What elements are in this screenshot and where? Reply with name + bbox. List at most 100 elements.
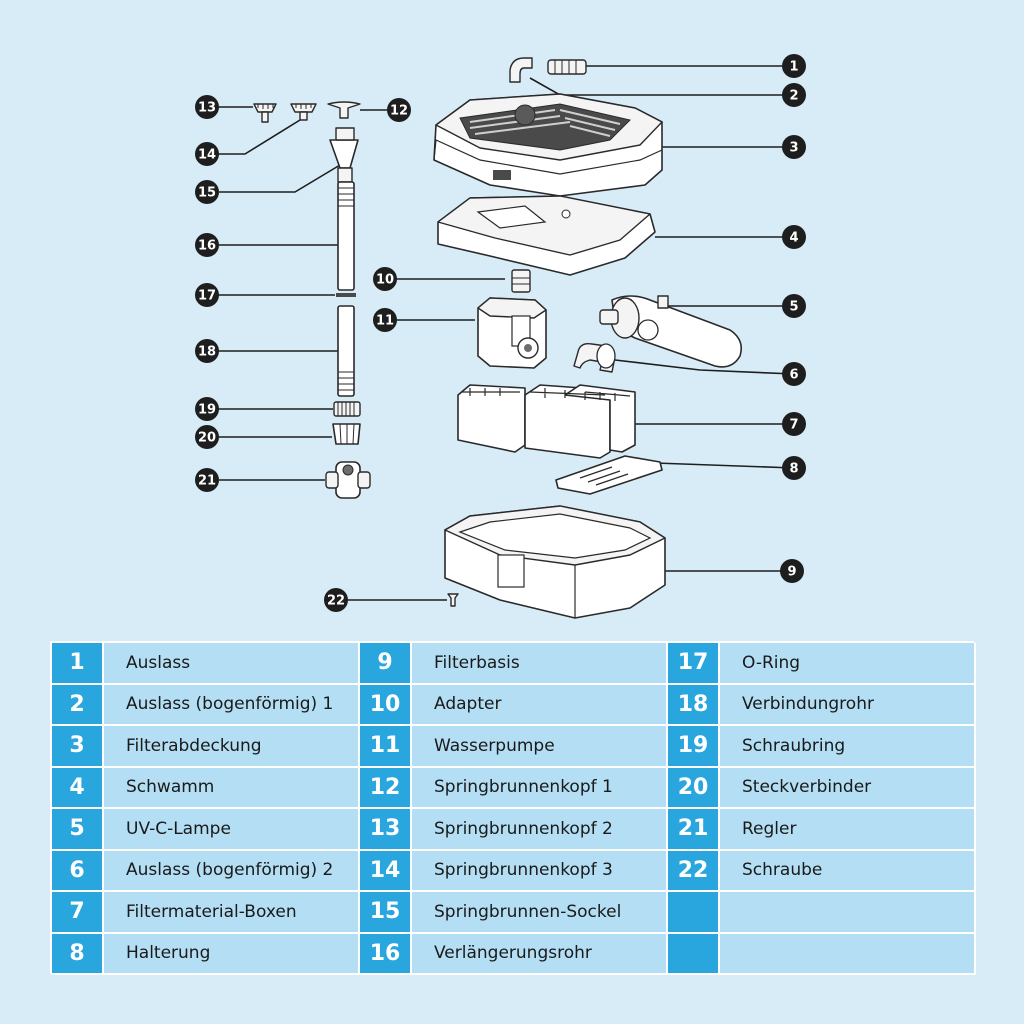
legend-number: 8 [52, 933, 104, 973]
legend-label: Adapter [434, 694, 502, 715]
callout-10: 10 [373, 267, 397, 291]
legend-number: 14 [360, 850, 412, 890]
part-adapter [511, 269, 531, 293]
callout-number: 4 [789, 231, 798, 246]
callout-number: 5 [789, 300, 798, 315]
legend-number: 15 [360, 892, 412, 932]
legend-label: Schwamm [126, 777, 215, 798]
callout-circle [195, 283, 219, 307]
legend-number: 3 [52, 726, 104, 766]
callout-number: 2 [789, 89, 798, 104]
legend-label: Springbrunnen-Sockel [434, 901, 622, 922]
part-outlet [547, 59, 587, 75]
callout-circle [195, 425, 219, 449]
leader-6 [614, 359, 795, 375]
legend-row [668, 892, 976, 934]
callout-circle [387, 98, 411, 122]
legend-label: Filterbasis [434, 652, 520, 673]
callout-13: 13 [195, 95, 219, 119]
callout-circle [195, 95, 219, 119]
part-extension-tube [337, 181, 355, 291]
legend-row: 16 Verlängerungsrohr [360, 933, 668, 975]
part-water-pump [477, 297, 547, 369]
callout-4: 4 [782, 225, 806, 249]
legend-label: Schraube [742, 860, 823, 881]
legend-row: 8 Halterung [52, 933, 360, 975]
legend-number: 17 [668, 643, 720, 683]
part-fountain-socket [329, 127, 359, 183]
callout-number: 9 [787, 565, 796, 580]
callout-1: 1 [782, 54, 806, 78]
callout-number: 12 [390, 104, 408, 119]
callout-18: 18 [195, 339, 219, 363]
callout-number: 20 [198, 431, 216, 446]
legend-label: Auslass [126, 652, 191, 673]
legend-number: 16 [360, 933, 412, 973]
legend-row: 21 Regler [668, 809, 976, 851]
legend-row: 14 Springbrunnenkopf 3 [360, 850, 668, 892]
legend-label: Springbrunnenkopf 2 [434, 818, 613, 839]
legend-number: 10 [360, 684, 412, 724]
callout-15: 15 [195, 180, 219, 204]
callout-number: 13 [198, 101, 216, 116]
callout-number: 8 [789, 462, 798, 477]
part-regulator [325, 461, 371, 499]
legend-number: 18 [668, 684, 720, 724]
legend-number: 11 [360, 726, 412, 766]
callout-number: 11 [376, 314, 394, 329]
legend-label: Auslass (bogenförmig) 2 [126, 860, 334, 881]
legend-label [720, 892, 974, 932]
callout-circle [782, 412, 806, 436]
leader-8 [654, 462, 795, 469]
leader-15 [207, 164, 341, 193]
callout-circle [782, 83, 806, 107]
part-holder [555, 455, 663, 495]
legend-number: 7 [52, 892, 104, 932]
callout-2: 2 [782, 83, 806, 107]
leader-lines [207, 65, 795, 601]
callout-17: 17 [195, 283, 219, 307]
callout-19: 19 [195, 397, 219, 421]
callout-circle [373, 308, 397, 332]
leader-2 [529, 77, 794, 96]
legend-row: 13 Springbrunnenkopf 2 [360, 809, 668, 851]
callout-circle [195, 233, 219, 257]
callout-number: 7 [789, 418, 798, 433]
callout-number: 22 [327, 594, 345, 609]
legend-number: 13 [360, 809, 412, 849]
callout-circle [782, 225, 806, 249]
legend-label: Wasserpumpe [434, 735, 555, 756]
legend-number: 12 [360, 767, 412, 807]
callout-12: 12 [387, 98, 411, 122]
legend-number: 21 [668, 809, 720, 849]
legend-label: Springbrunnenkopf 3 [434, 860, 613, 881]
legend-label: Verlängerungsrohr [434, 943, 592, 964]
callout-circle [195, 339, 219, 363]
legend-row: 11 Wasserpumpe [360, 726, 668, 768]
callout-11: 11 [373, 308, 397, 332]
legend-label: Halterung [126, 943, 211, 964]
legend-number [668, 933, 720, 973]
callout-circle [195, 142, 219, 166]
part-fountain-head-3 [290, 103, 317, 121]
legend-label: Schraubring [742, 735, 846, 756]
legend-row: 22 Schraube [668, 850, 976, 892]
part-fountain-head-1 [327, 101, 361, 119]
callout-22: 22 [324, 588, 348, 612]
legend-number: 22 [668, 850, 720, 890]
part-sponge [437, 195, 656, 276]
callout-number: 19 [198, 403, 216, 418]
legend-label: Springbrunnenkopf 1 [434, 777, 613, 798]
legend-label: Regler [742, 818, 797, 839]
legend-row: 10 Adapter [360, 684, 668, 726]
callout-circle [373, 267, 397, 291]
callout-number: 16 [198, 239, 216, 254]
part-screw [447, 593, 459, 607]
legend-number: 20 [668, 767, 720, 807]
part-elbow-outlet-1 [509, 57, 533, 83]
